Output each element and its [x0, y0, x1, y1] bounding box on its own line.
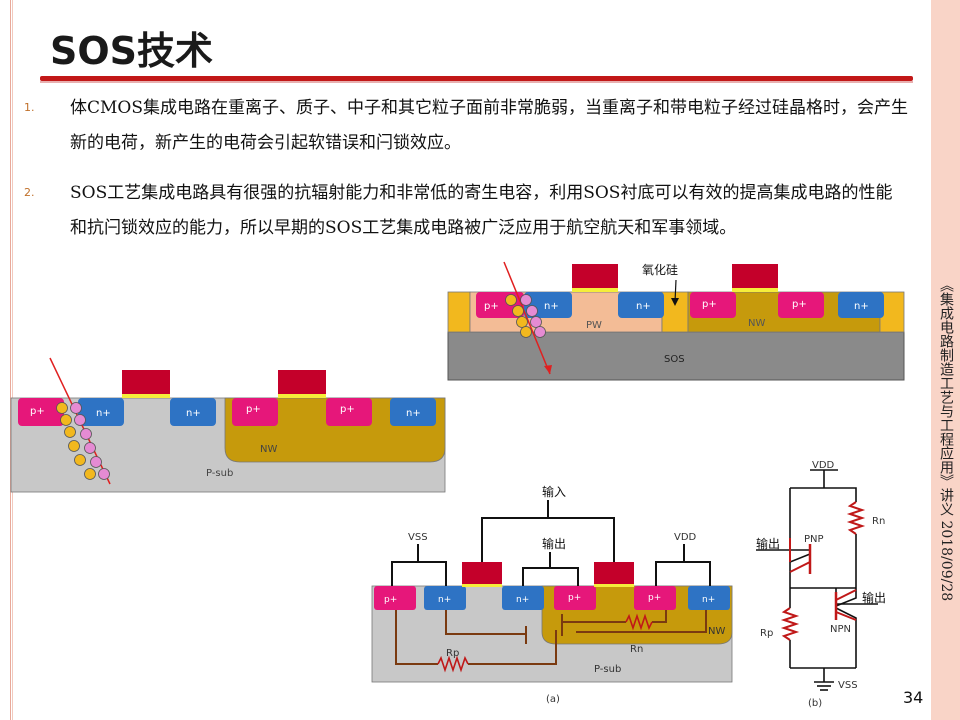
slide-title: SOS技术	[50, 29, 214, 73]
sos-nw-label: NW	[748, 318, 765, 329]
latchup-b-vss-label: VSS	[838, 680, 858, 691]
bulk-p-plus-3: p+	[340, 404, 355, 415]
bulk-psub-label: P-sub	[206, 468, 233, 479]
bulk-n-plus-1: n+	[96, 408, 111, 419]
latchup-a-p-plus-1: p+	[384, 595, 397, 605]
latchup-a-output-label: 输出	[542, 536, 566, 551]
bulk-p-plus-2: p+	[246, 404, 261, 415]
sos-substrate-label: SOS	[664, 354, 685, 365]
sos-n-plus-3: n+	[854, 301, 869, 312]
bulk-n-plus-2: n+	[186, 408, 201, 419]
latchup-b-output-left-label: 输出	[756, 536, 780, 551]
latchup-a-rp-label: Rp	[446, 648, 459, 659]
latchup-a-nw-label: NW	[708, 626, 725, 637]
latchup-b-rp-label: Rp	[760, 628, 773, 639]
latchup-a-vdd-label: VDD	[674, 532, 697, 543]
bullet-text-2: SOS工艺集成电路具有很强的抗辐射能力和非常低的寄生电容，利用SOS衬底可以有效…	[70, 183, 893, 238]
title-underline	[40, 76, 913, 81]
sos-n-plus-2: n+	[636, 301, 651, 312]
sos-cross-section-diagram: p+ n+ n+ p+ p+ n+ PW NW SOS 氧化硅	[447, 261, 905, 381]
sos-pw-label: PW	[586, 320, 602, 331]
sos-p-plus-1: p+	[484, 301, 499, 312]
right-side-band	[931, 0, 960, 720]
latchup-a-rn-label: Rn	[630, 644, 643, 655]
latchup-b-pnp-label: PNP	[804, 534, 824, 545]
latchup-b-caption: (b)	[808, 698, 822, 709]
bulk-cmos-cross-section-diagram: p+ n+ n+ p+ p+ n+ NW P-sub	[10, 357, 446, 493]
latchup-a-n-plus-2: n+	[516, 595, 529, 605]
latchup-b-vdd-label: VDD	[812, 460, 835, 471]
bullet-number-2: 2.	[24, 186, 35, 199]
bulk-p-plus-1: p+	[30, 406, 45, 417]
latchup-a-psub-label: P-sub	[594, 664, 621, 675]
latchup-structure-diagram-a: 输入 输出 VSS VDD p+ n+ n+ p+ p+ n+ NW Rn Rp…	[371, 484, 733, 705]
sos-p-plus-2: p+	[702, 299, 717, 310]
bulk-n-plus-3: n+	[406, 408, 421, 419]
sos-p-plus-3: p+	[792, 299, 807, 310]
latchup-a-caption: (a)	[546, 694, 560, 705]
bullet-text-1: 体CMOS集成电路在重离子、质子、中子和其它粒子面前非常脆弱，当重离子和带电粒子…	[70, 98, 908, 153]
latchup-a-n-plus-3: n+	[702, 595, 715, 605]
title-underline-shadow	[40, 81, 913, 83]
bulk-nw-label: NW	[260, 444, 277, 455]
latchup-b-npn-label: NPN	[830, 624, 851, 635]
sos-n-plus-1: n+	[544, 301, 559, 312]
latchup-a-input-label: 输入	[542, 484, 566, 499]
page-number: 34	[903, 688, 924, 707]
sos-oxide-label: 氧化硅	[642, 263, 678, 277]
latchup-a-p-plus-3: p+	[648, 593, 661, 603]
side-footer-text: 《集成电路制造工艺与工程应用》讲义 2018/09/28	[938, 278, 954, 602]
left-border-line	[10, 0, 11, 720]
latchup-a-vss-label: VSS	[408, 532, 428, 543]
latchup-b-output-right-label: 输出	[862, 590, 886, 605]
bullet-number-1: 1.	[24, 101, 35, 114]
latchup-equivalent-circuit-b: VDD Rn PNP 输出 输出 Rp NPN VSS (b)	[756, 460, 886, 709]
latchup-a-p-plus-2: p+	[568, 593, 581, 603]
latchup-b-rn-label: Rn	[872, 516, 885, 527]
left-border-line-inner	[12, 0, 13, 720]
latchup-a-n-plus-1: n+	[438, 595, 451, 605]
